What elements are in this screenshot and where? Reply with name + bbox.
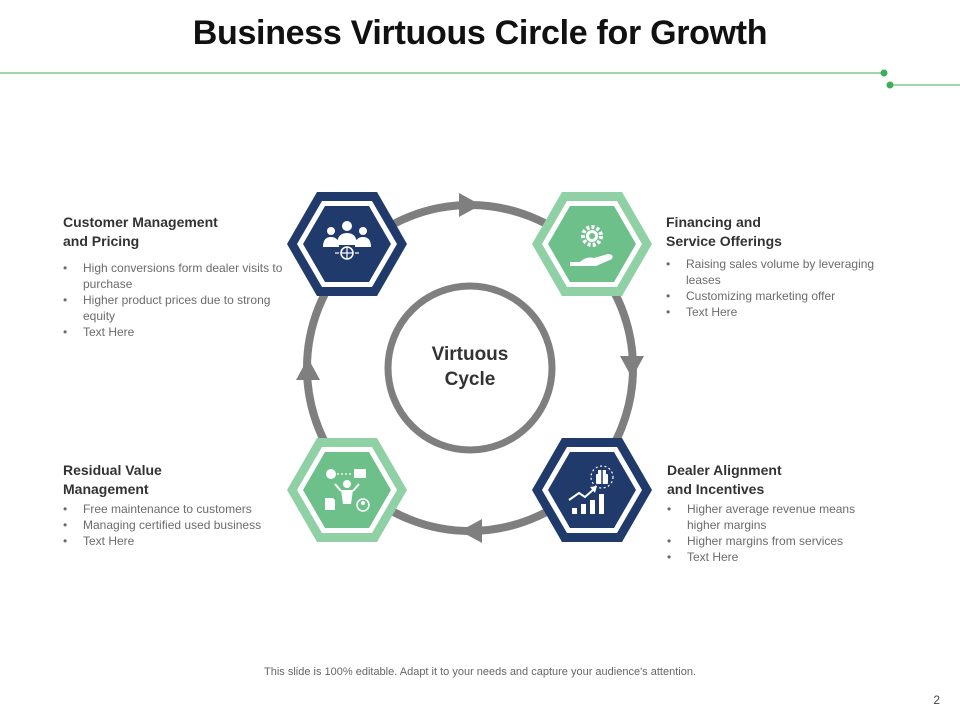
team-globe-icon bbox=[323, 221, 371, 260]
person-network-icon bbox=[325, 469, 370, 512]
bullet-item: Higher product prices due to strong equi… bbox=[63, 292, 298, 324]
hexagon-customer-management bbox=[287, 192, 407, 296]
block-title: Residual Value Management bbox=[63, 461, 283, 499]
block-title-line: Service Offerings bbox=[666, 233, 782, 249]
bullet-item: Free maintenance to customers bbox=[63, 501, 283, 517]
block-title-line: and Pricing bbox=[63, 233, 140, 249]
bullet-item: Customizing marketing offer bbox=[666, 288, 876, 304]
bullet-item: Higher margins from services bbox=[667, 533, 882, 549]
bullet-item: High conversions form dealer visits to p… bbox=[63, 260, 298, 292]
block-title-line: Dealer Alignment bbox=[667, 462, 782, 478]
bullet-item: Text Here bbox=[63, 324, 298, 340]
hand-gear-icon bbox=[570, 225, 613, 266]
block-financing: Financing and Service Offerings Raising … bbox=[666, 213, 876, 320]
center-label-line1: Virtuous bbox=[431, 344, 509, 365]
block-residual-value: Residual Value Management Free maintenan… bbox=[63, 461, 283, 549]
center-label-line2: Cycle bbox=[444, 369, 496, 390]
bullet-list: High conversions form dealer visits to p… bbox=[63, 260, 298, 340]
cycle-arrow-left bbox=[296, 358, 320, 380]
center-label: Virtuous Cycle bbox=[395, 342, 545, 392]
block-title: Financing and Service Offerings bbox=[666, 213, 876, 251]
page-title: Business Virtuous Circle for Growth bbox=[192, 14, 768, 52]
title-divider bbox=[0, 69, 960, 89]
block-customer-management: Customer Management and Pricing High con… bbox=[63, 213, 298, 340]
cycle-arrow-bottom bbox=[460, 519, 482, 543]
block-title-line: Residual Value bbox=[63, 462, 162, 478]
footer-note: This slide is 100% editable. Adapt it to… bbox=[264, 666, 696, 678]
inner-cycle-ring bbox=[384, 282, 556, 454]
bullet-item: Higher average revenue means higher marg… bbox=[667, 501, 882, 533]
block-dealer-alignment: Dealer Alignment and Incentives Higher a… bbox=[667, 461, 882, 565]
page-number: 2 bbox=[933, 693, 940, 707]
bullet-list: Higher average revenue means higher marg… bbox=[667, 501, 882, 565]
block-title: Customer Management and Pricing bbox=[63, 213, 298, 251]
block-title-line: Financing and bbox=[666, 214, 761, 230]
block-title-line: Customer Management bbox=[63, 214, 218, 230]
cycle-arrow-right bbox=[620, 356, 644, 378]
hexagon-dealer-alignment bbox=[532, 438, 652, 542]
block-title: Dealer Alignment and Incentives bbox=[667, 461, 882, 499]
hexagon-residual-value bbox=[287, 438, 407, 542]
bullet-list: Raising sales volume by leveraging lease… bbox=[666, 256, 876, 320]
bullet-list: Free maintenance to customers Managing c… bbox=[63, 501, 283, 549]
bullet-item: Text Here bbox=[63, 533, 283, 549]
block-title-line: Management bbox=[63, 481, 149, 497]
cycle-arrow-top bbox=[459, 193, 481, 217]
hexagon-financing bbox=[532, 192, 652, 296]
block-title-line: and Incentives bbox=[667, 481, 765, 497]
bullet-item: Text Here bbox=[666, 304, 876, 320]
growth-chart-gift-icon bbox=[568, 465, 614, 514]
bullet-item: Raising sales volume by leveraging lease… bbox=[666, 256, 876, 288]
bullet-item: Text Here bbox=[667, 549, 882, 565]
bullet-item: Managing certified used business bbox=[63, 517, 283, 533]
